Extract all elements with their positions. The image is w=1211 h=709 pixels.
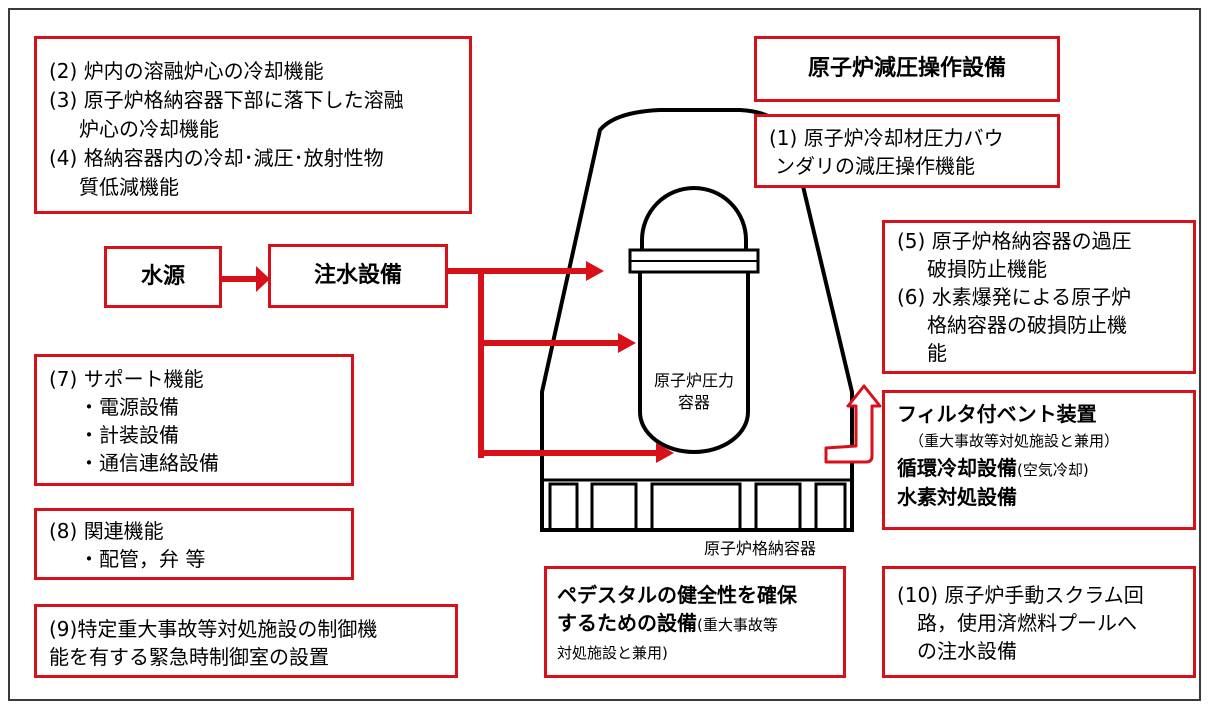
- cooling-function-4-cont: 質低減機能: [79, 175, 179, 199]
- cooling-function-2: (2) 炉内の溶融炉心の冷却機能: [49, 59, 324, 83]
- vent-arrow: [824, 384, 882, 464]
- injection-arrows: [446, 261, 674, 463]
- pedestal-box: ペデスタルの健全性を確保 するための設備(重大事故等 対処施設と兼用): [544, 566, 846, 678]
- water-source-box: 水源: [104, 246, 222, 308]
- overpressure-line4: 格納容器の破損防止機: [927, 313, 1127, 337]
- control-room-line2: 能を有する緊急時制御室の設置: [49, 645, 329, 669]
- cooling-function-4: (4) 格納容器内の冷却･減圧･放射性物: [49, 146, 384, 170]
- diagram-frame: [8, 8, 1201, 701]
- related-item: ・配管，弁 等: [79, 547, 206, 571]
- overpressure-line3: (6) 水素爆発による原子炉: [897, 285, 1132, 309]
- support-item-power: ・電源設備: [79, 395, 179, 419]
- vent-line3-note: (空気冷却): [1017, 461, 1089, 479]
- control-room-box: (9)特定重大事故等対処施設の制御機 能を有する緊急時制御室の設置: [34, 604, 458, 678]
- pedestal-opening-1: [548, 482, 579, 530]
- overpressure-line1: (5) 原子炉格納容器の過圧: [897, 229, 1132, 253]
- pedestal-opening-3: [650, 482, 742, 530]
- manual-scram-box: (10) 原子炉手動スクラム回 路，使用済燃料プールへ の注水設備: [882, 566, 1196, 678]
- overpressure-box: (5) 原子炉格納容器の過圧 破損防止機能 (6) 水素爆発による原子炉 格納容…: [882, 220, 1196, 374]
- overpressure-line5: 能: [927, 341, 947, 365]
- coolant-boundary-box: (1) 原子炉冷却材圧力バウ ンダリの減圧操作機能: [754, 114, 1060, 188]
- pedestal-line3: 対処施設と兼用): [557, 644, 668, 662]
- boundary-line1: (1) 原子炉冷却材圧力バウ: [769, 126, 1004, 150]
- support-title: (7) サポート機能: [49, 367, 204, 391]
- boundary-line2: ンダリの減圧操作機能: [775, 154, 975, 178]
- vent-line1: フィルタ付ベント装置: [897, 402, 1097, 426]
- related-title: (8) 関連機能: [49, 519, 164, 543]
- pedestal-line2-main: するための設備: [557, 611, 697, 635]
- rpv-label-line2: 容器: [677, 393, 710, 412]
- support-functions-box: (7) サポート機能 ・電源設備 ・計装設備 ・通信連絡設備: [34, 354, 354, 486]
- rpv-label: 原子炉圧力 容器: [648, 370, 740, 414]
- injection-equipment-box: 注水設備: [268, 244, 448, 308]
- support-item-instrumentation: ・計装設備: [79, 423, 179, 447]
- related-functions-box: (8) 関連機能 ・配管，弁 等: [34, 508, 354, 580]
- pedestal-opening-2: [590, 482, 638, 530]
- rpv-label-line1: 原子炉圧力: [653, 371, 734, 390]
- scram-line1: (10) 原子炉手動スクラム回: [897, 583, 1144, 607]
- cooling-functions-box: (2) 炉内の溶融炉心の冷却機能 (3) 原子炉格納容器下部に落下した溶融 炉心…: [34, 36, 472, 214]
- control-room-line1: (9)特定重大事故等対処施設の制御機: [49, 617, 378, 641]
- vent-equipment-box: フィルタ付ベント装置 （重大事故等対処施設と兼用） 循環冷却設備(空気冷却) 水…: [882, 390, 1196, 530]
- vent-line2: （重大事故等対処施設と兼用）: [909, 432, 1120, 450]
- scram-line2: 路，使用済燃料プールへ: [917, 611, 1137, 635]
- cooling-function-3-cont: 炉心の冷却機能: [79, 117, 219, 141]
- source-to-injection-arrow: [221, 266, 270, 292]
- pedestal-line2-note: (重大事故等: [697, 616, 778, 634]
- overpressure-line2: 破損防止機能: [927, 257, 1047, 281]
- pedestal-opening-5: [814, 482, 847, 530]
- vent-line3-main: 循環冷却設備: [897, 456, 1017, 480]
- vent-line4: 水素対処設備: [897, 485, 1017, 509]
- support-item-communication: ・通信連絡設備: [79, 451, 219, 475]
- containment-label: 原子炉格納容器: [704, 539, 817, 558]
- cooling-function-3: (3) 原子炉格納容器下部に落下した溶融: [49, 88, 404, 112]
- reactor-pressure-vessel: [638, 186, 750, 454]
- depressurization-equipment-box: 原子炉減圧操作設備: [754, 36, 1060, 102]
- pedestal-opening-4: [754, 482, 802, 530]
- scram-line3: の注水設備: [917, 639, 1017, 663]
- pedestal-line1: ペデスタルの健全性を確保: [557, 583, 797, 607]
